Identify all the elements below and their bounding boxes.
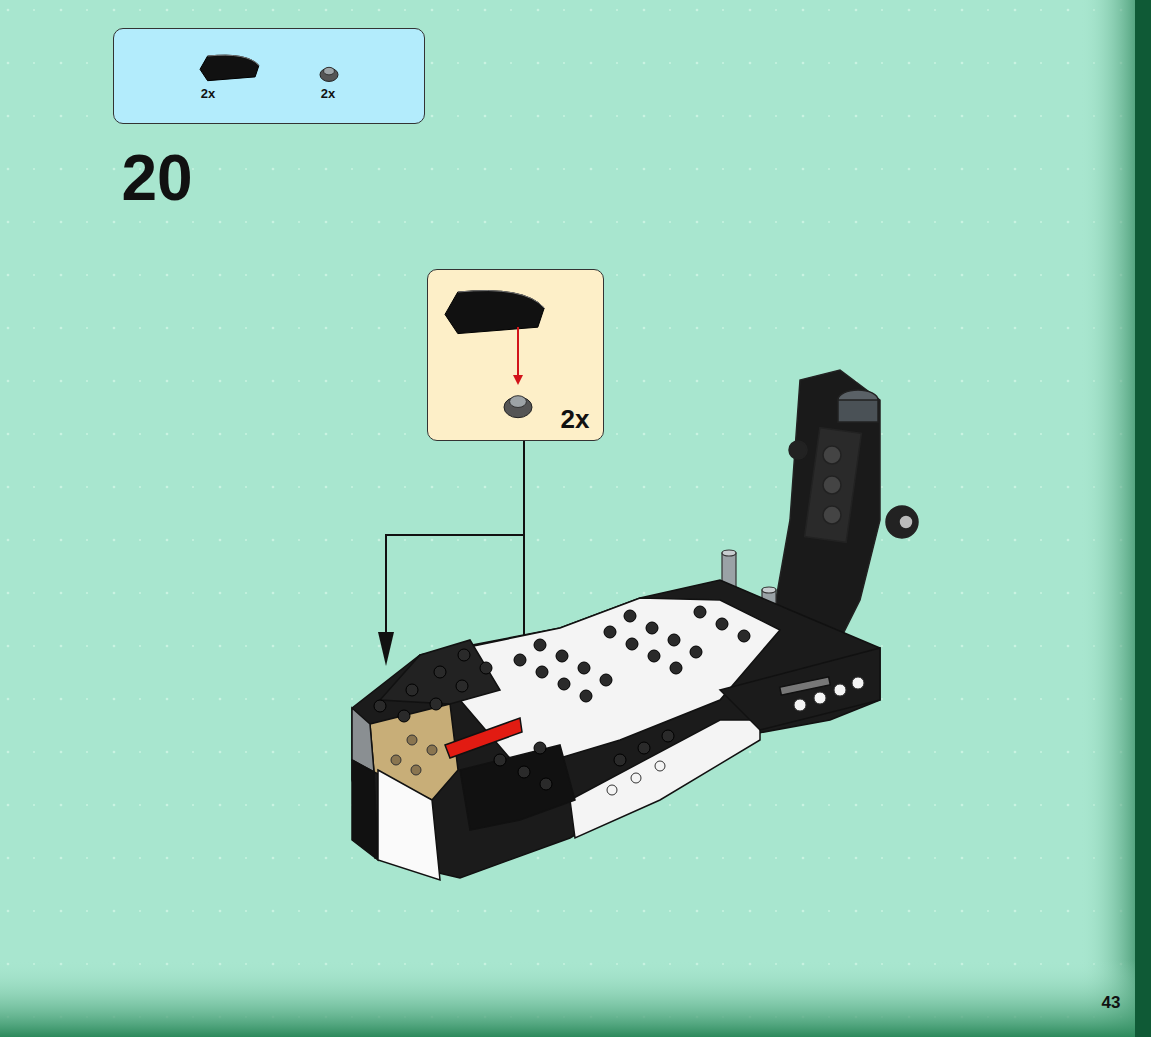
- quantity-label: 2x: [561, 406, 590, 432]
- quantity-label: 2x: [201, 87, 215, 100]
- quantity-label: 2x: [321, 87, 335, 100]
- step-number: 20: [121, 146, 192, 210]
- page-number: 43: [1102, 994, 1121, 1011]
- part-icon: [113, 28, 425, 124]
- parts-list-box: 2x 2x: [113, 28, 425, 124]
- callout-box: 2x: [427, 269, 604, 441]
